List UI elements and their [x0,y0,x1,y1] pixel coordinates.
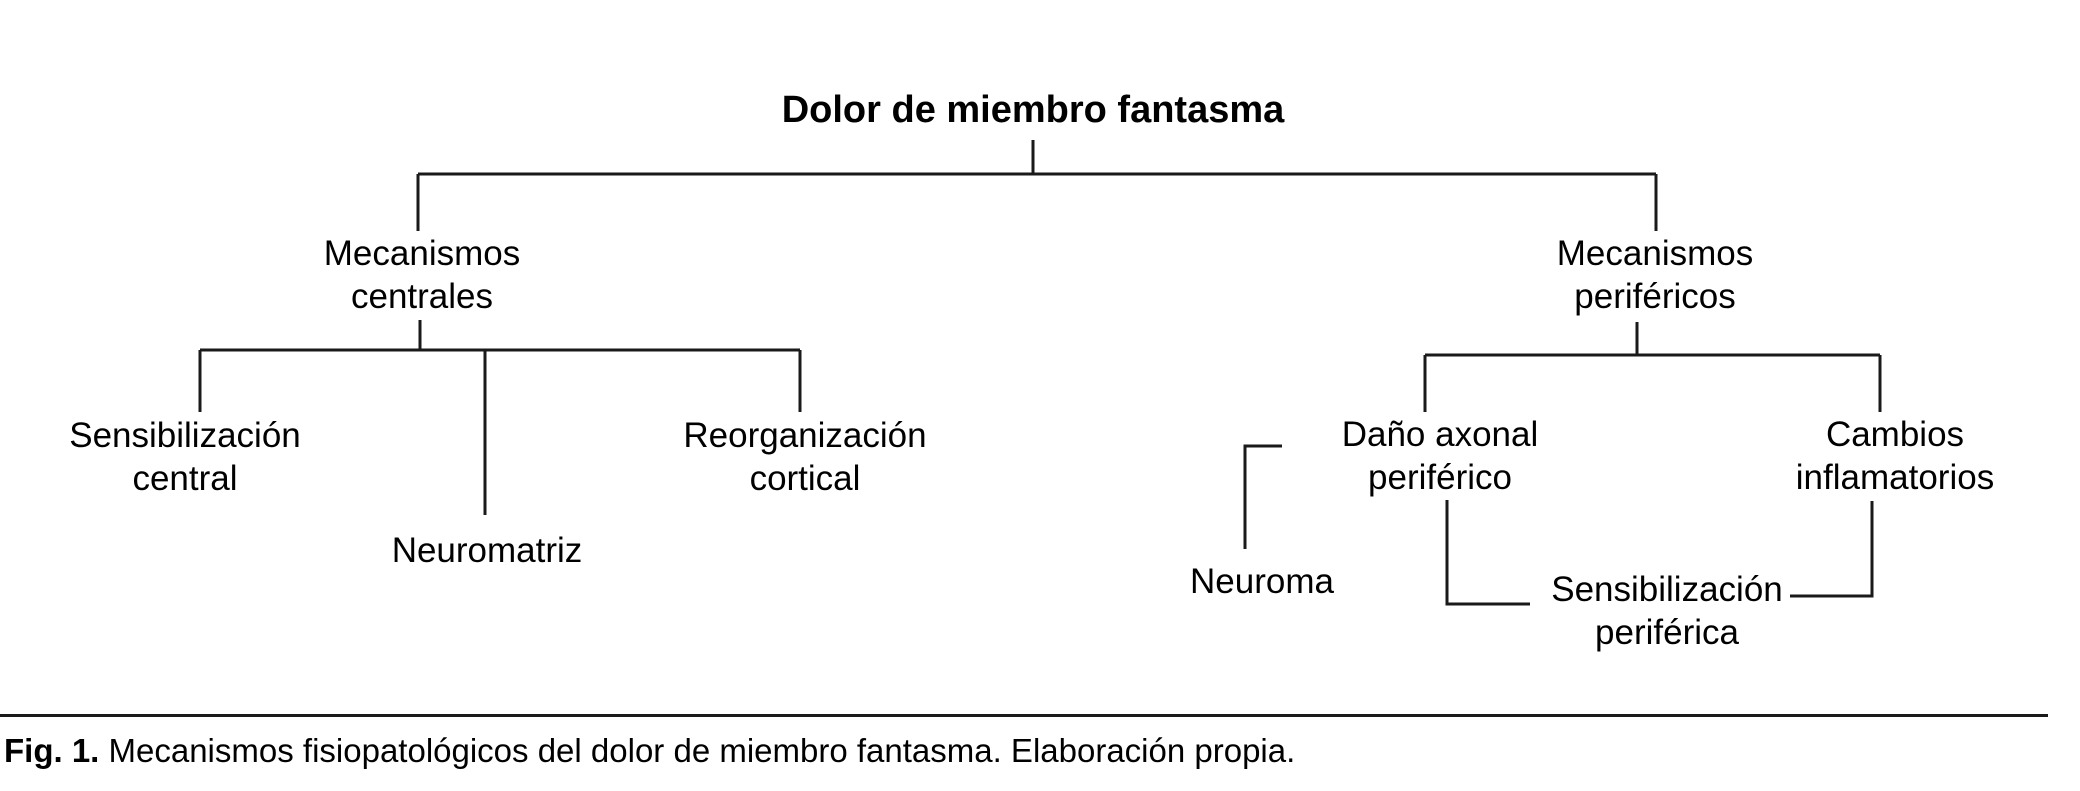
node-sensibilizacion-central-line2: central [132,459,237,498]
node-mecanismos-centrales-line2: centrales [351,277,493,316]
connector-to-neuroma [1243,444,1282,549]
connector-to-sensibilizacion-periferica-left [1445,500,1530,606]
figure-caption: Fig. 1. Mecanismos fisiopatológicos del … [4,731,2064,771]
node-cambios-inflamatorios-line1: Cambios [1826,415,1964,454]
node-neuroma-line1: Neuroma [1190,562,1334,601]
node-sensibilizacion-periferica-line1: Sensibilización [1551,570,1783,609]
node-mecanismos-centrales-line1: Mecanismos [324,234,520,273]
caption-figure-number: Fig. 1. [4,732,100,769]
caption-description: Mecanismos fisiopatológicos del dolor de… [99,732,1296,769]
node-dano-axonal-periferico-line1: Daño axonal [1342,415,1539,454]
node-root-label: Dolor de miembro fantasma [782,89,1285,131]
node-mecanismos-perifericos-line1: Mecanismos [1557,234,1753,273]
node-sensibilizacion-central-line1: Sensibilización [69,416,301,455]
node-reorganizacion-cortical-line2: cortical [750,459,861,498]
connector-to-sensibilizacion-periferica-right [1790,501,1874,598]
node-mecanismos-perifericos-line2: periféricos [1574,277,1735,316]
node-dano-axonal-periferico-line2: periférico [1368,458,1512,497]
node-reorganizacion-cortical-line1: Reorganización [683,416,926,455]
node-cambios-inflamatorios-line2: inflamatorios [1796,458,1994,497]
node-sensibilizacion-periferica-line2: periférica [1595,613,1739,652]
caption-divider-rule [0,714,2048,717]
node-neuromatriz-line1: Neuromatriz [392,531,583,570]
